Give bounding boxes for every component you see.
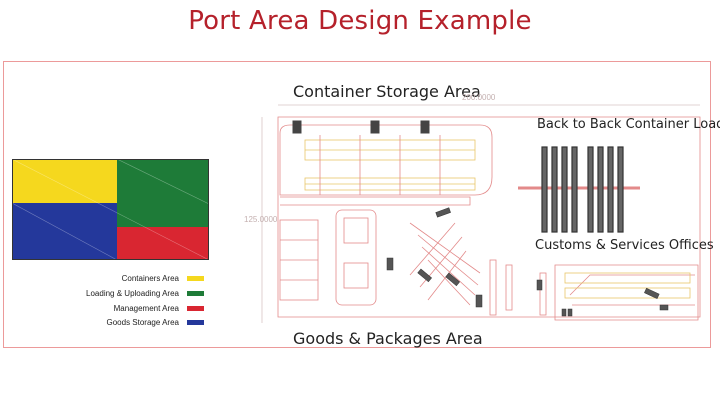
customs-label: Customs & Services Offices	[535, 238, 714, 253]
vehicle	[659, 304, 669, 311]
key-containers	[12, 159, 117, 203]
back-to-back-loading	[518, 146, 640, 233]
goods-packages-label: Goods & Packages Area	[293, 329, 483, 348]
legend-swatch	[187, 290, 204, 296]
legend-label: Management Area	[113, 303, 179, 313]
site-plan	[261, 104, 701, 323]
container-storage-outline	[279, 124, 493, 196]
color-key	[12, 159, 209, 260]
site-boundary	[277, 116, 701, 318]
customs-outline	[554, 264, 699, 321]
angled-parking	[409, 222, 481, 306]
vehicle	[435, 207, 451, 218]
legend-swatch	[187, 319, 204, 325]
legend-item: Containers Area	[0, 272, 204, 284]
vehicle	[536, 279, 543, 291]
entrance-road	[280, 196, 471, 206]
legend-label: Containers Area	[121, 273, 179, 283]
vehicle	[386, 257, 394, 271]
legend-swatch	[187, 275, 204, 281]
vehicle	[561, 308, 567, 317]
key-loading	[117, 159, 209, 227]
legend-item: Management Area	[0, 302, 204, 314]
width-dimension: 200.0000	[462, 93, 496, 102]
vehicle	[417, 268, 433, 283]
vehicle	[445, 272, 461, 287]
legend-label: Loading & Uploading Area	[86, 288, 179, 298]
legend-swatch	[187, 305, 204, 311]
legend-item: Loading & Uploading Area	[0, 287, 204, 299]
back-to-back-label: Back to Back Container Loading	[537, 117, 720, 132]
legend-item: Goods Storage Area	[0, 316, 204, 328]
vehicle	[644, 287, 660, 300]
container-storage-label: Container Storage Area	[293, 82, 481, 101]
crane	[420, 120, 430, 134]
vehicle	[475, 294, 483, 308]
page-title: Port Area Design Example	[188, 6, 532, 36]
key-management	[117, 227, 209, 260]
crane	[370, 120, 380, 134]
legend-label: Goods Storage Area	[106, 317, 180, 327]
vehicle	[567, 308, 573, 317]
goods-building	[335, 209, 377, 306]
height-dimension: 125.0000	[244, 215, 278, 224]
diagram-frame	[3, 61, 711, 348]
key-goods	[12, 203, 117, 260]
crane	[292, 120, 302, 134]
